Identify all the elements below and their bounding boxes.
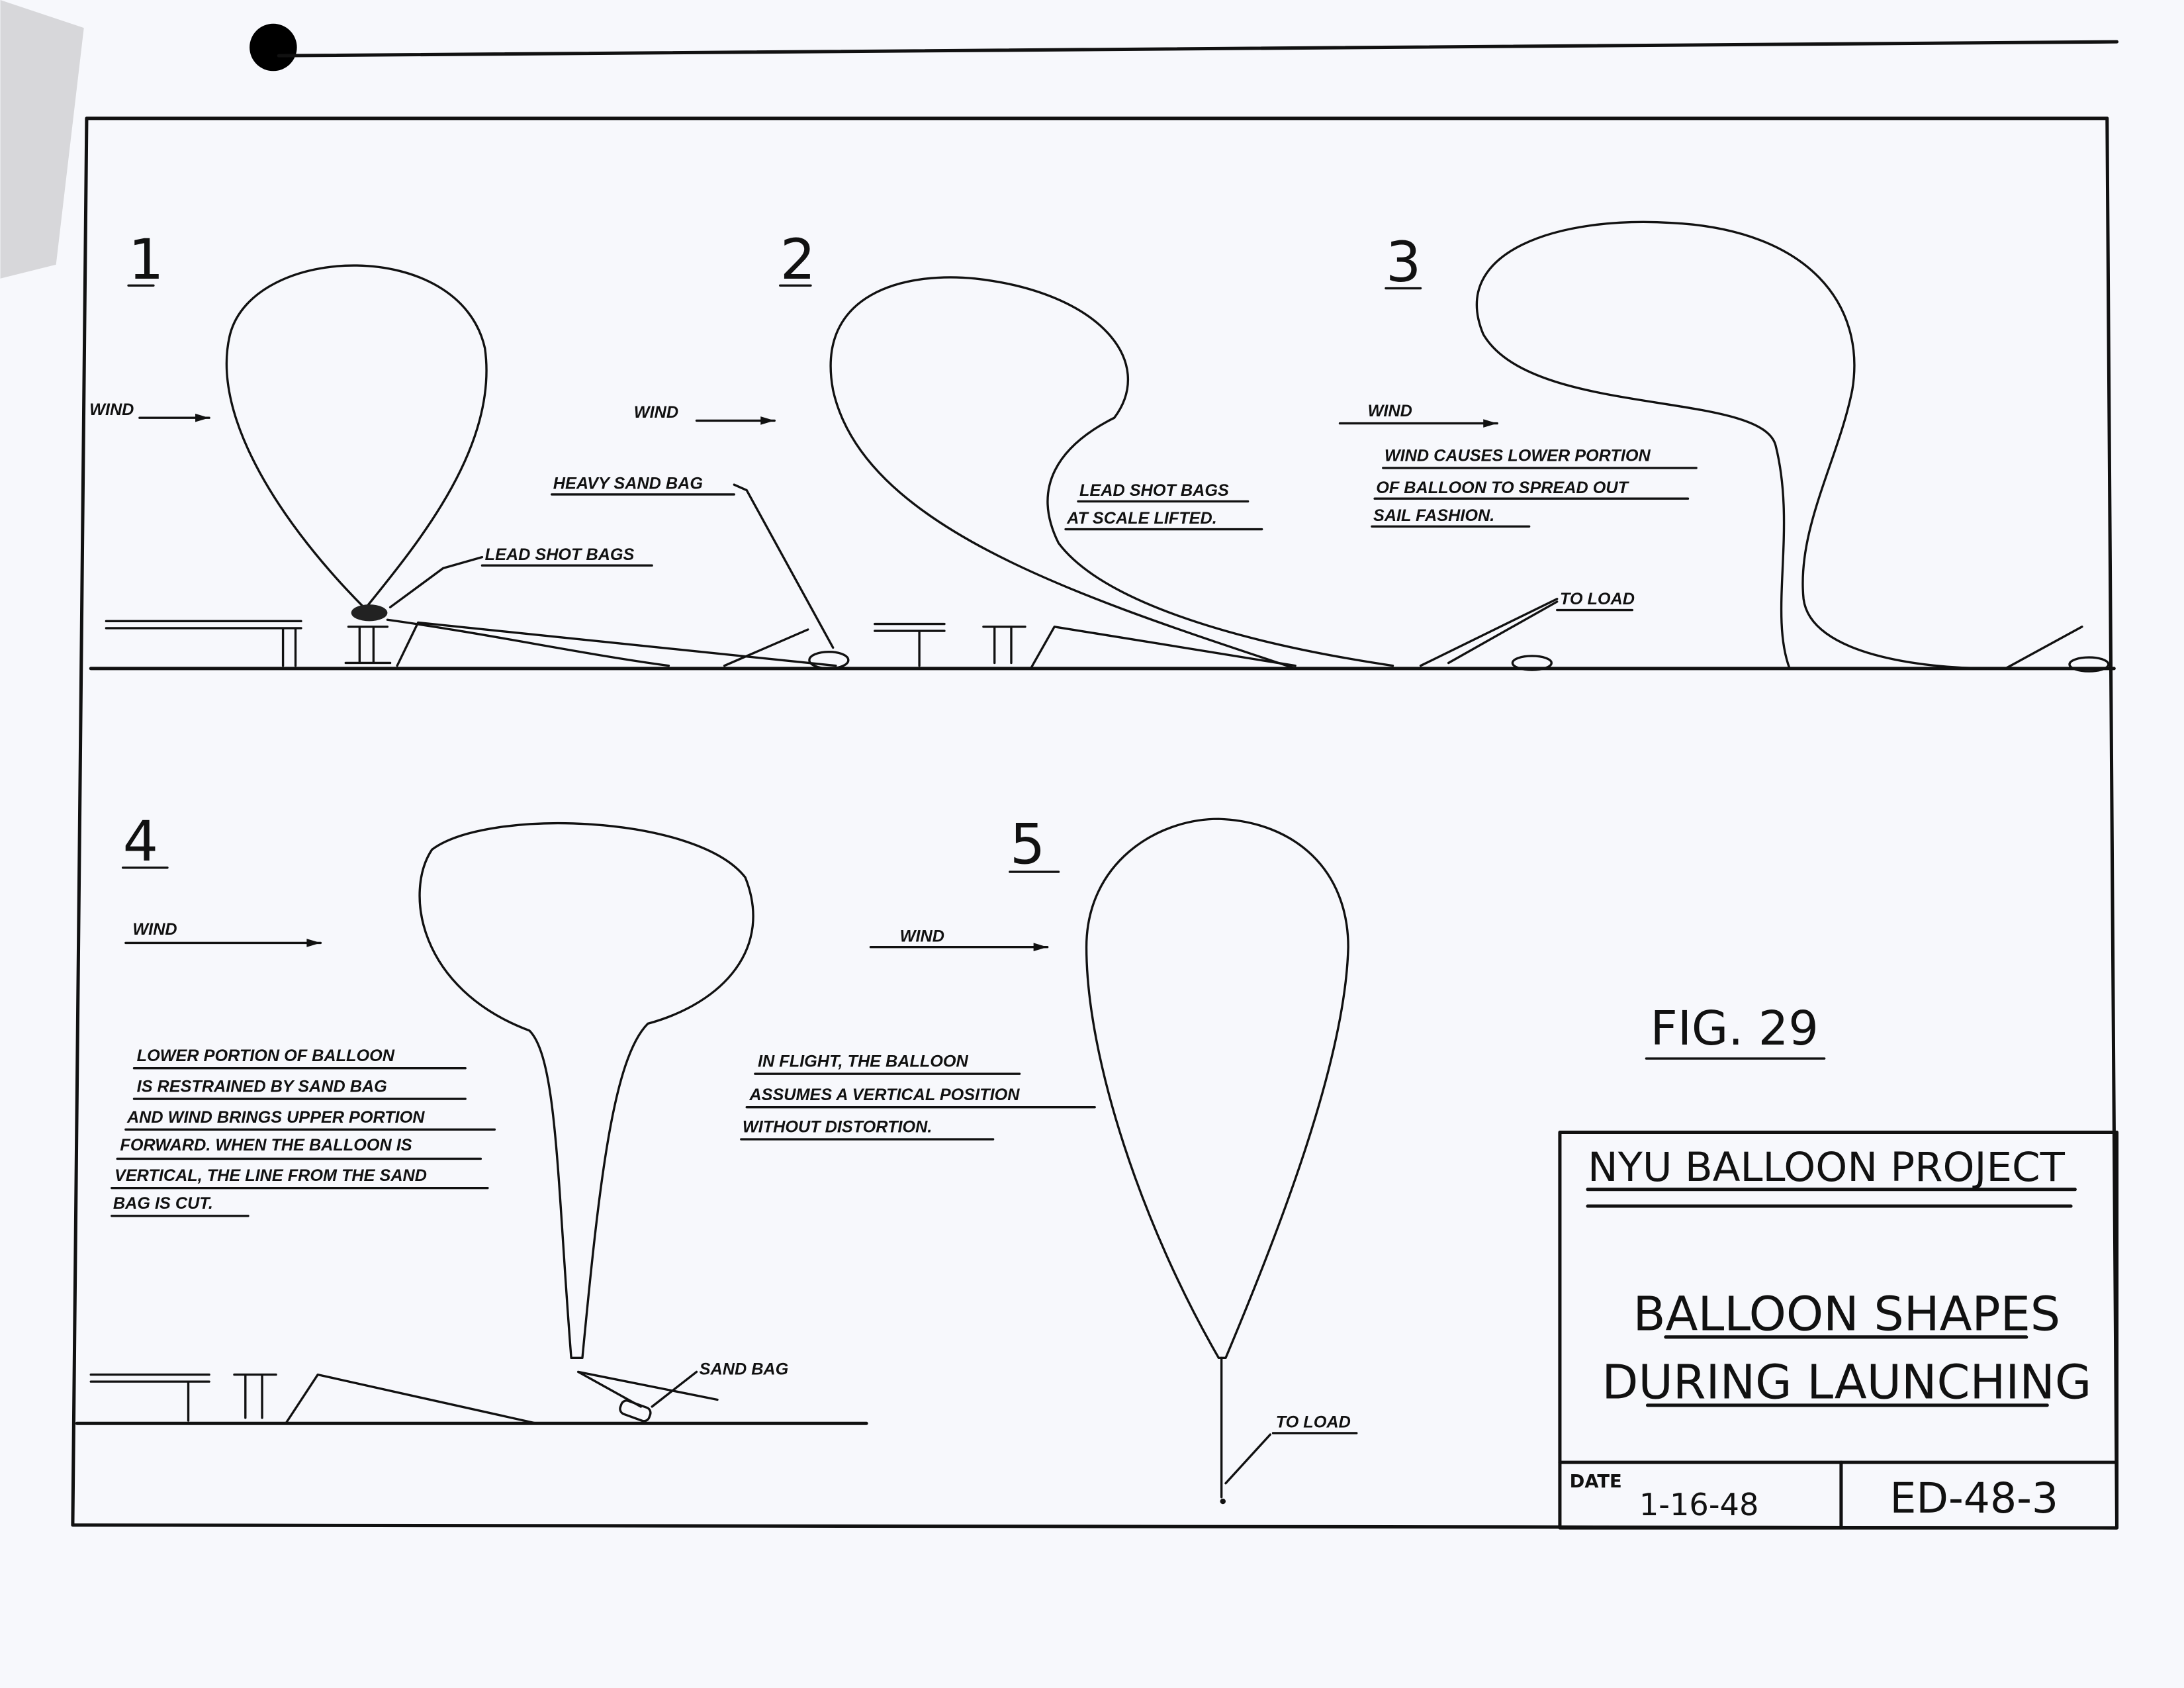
balloon-envelope xyxy=(225,264,488,610)
label-at-scale-lifted: AT SCALE LIFTED. xyxy=(1066,509,1217,528)
load-point xyxy=(1220,1498,1226,1505)
launch-bench xyxy=(874,622,1297,670)
leader-line xyxy=(651,1370,698,1408)
panel-3: 3 WIND WIND CAUSES LOWER PORTION OF BALL… xyxy=(1338,220,2110,673)
launch-bench xyxy=(89,1373,538,1425)
launch-ramp-and-tail xyxy=(386,618,837,667)
label-line: WITHOUT DISTORTION. xyxy=(743,1118,932,1137)
drawing-number: ED-48-3 xyxy=(1890,1474,2058,1523)
panel-number: 1 xyxy=(128,227,164,292)
balloon-envelope xyxy=(1085,818,1349,1360)
restraint-line xyxy=(576,1370,719,1408)
punch-hole xyxy=(250,23,297,71)
label-sand-bag: SAND BAG xyxy=(700,1360,789,1379)
sheet-top-edge xyxy=(277,40,2119,58)
panel-5: 5 WIND IN FLIGHT, THE BALLOON ASSUMES A … xyxy=(740,812,1358,1505)
label-line: FORWARD. WHEN THE BALLOON IS xyxy=(120,1136,412,1154)
label-line: LOWER PORTION OF BALLOON xyxy=(137,1047,395,1065)
drawing-title-line1: BALLOON SHAPES xyxy=(1633,1286,2060,1341)
restraint-line xyxy=(2004,626,2083,670)
label-to-load: TO LOAD xyxy=(1560,590,1635,608)
label-line: OF BALLOON TO SPREAD OUT xyxy=(1376,479,1629,497)
lead-shot-bags xyxy=(351,604,388,622)
panel-number: 4 xyxy=(123,809,159,874)
heavy-sand-bag xyxy=(808,650,850,670)
wind-arrow-icon xyxy=(869,943,1049,952)
date-value: 1-16-48 xyxy=(1639,1487,1759,1523)
balloon-envelope xyxy=(418,821,754,1360)
drawing-title-line2: DURING LAUNCHING xyxy=(1602,1354,2091,1409)
wind-label: WIND xyxy=(89,400,134,419)
panel-2: 2 WIND LEAD SHOT BAGS AT SCALE LIFTED. xyxy=(634,227,1559,671)
wind-arrow-icon xyxy=(124,939,322,947)
wind-label: WIND xyxy=(900,927,944,945)
wind-arrow-icon xyxy=(138,413,210,422)
launch-bench xyxy=(105,620,392,667)
leader-line xyxy=(1447,600,1559,665)
title-block: NYU BALLOON PROJECT BALLOON SHAPES DURIN… xyxy=(1558,1130,2119,1530)
panel-number: 5 xyxy=(1010,812,1046,876)
leader-line xyxy=(733,483,835,649)
project-name: NYU BALLOON PROJECT xyxy=(1588,1144,2066,1191)
date-label: DATE xyxy=(1570,1472,1622,1492)
label-heavy-sand-bag: HEAVY SAND BAG xyxy=(553,474,703,492)
title-block-border xyxy=(1558,1130,2119,1530)
label-line: VERTICAL, THE LINE FROM THE SAND xyxy=(114,1166,427,1185)
scan-shadow xyxy=(0,0,84,279)
panel-number: 2 xyxy=(780,227,816,292)
leader-line xyxy=(1224,1433,1271,1485)
wind-label: WIND xyxy=(132,920,177,939)
label-to-load: TO LOAD xyxy=(1276,1413,1351,1432)
label-line: AND WIND BRINGS UPPER PORTION xyxy=(126,1108,425,1127)
figure-label: FIG. 29 xyxy=(1651,1001,1819,1056)
label-line: IS RESTRAINED BY SAND BAG xyxy=(137,1078,387,1096)
panel-number: 3 xyxy=(1386,230,1422,295)
label-line: ASSUMES A VERTICAL POSITION xyxy=(749,1086,1020,1104)
label-lead-shot-bags: LEAD SHOT BAGS xyxy=(485,545,635,564)
balloon-envelope xyxy=(829,276,1394,670)
sand-bag xyxy=(2068,656,2110,673)
sand-bag xyxy=(1511,655,1553,671)
balloon-envelope xyxy=(1475,220,1993,670)
wind-label: WIND xyxy=(634,403,678,422)
label-line: WIND CAUSES LOWER PORTION xyxy=(1385,446,1651,465)
wind-label: WIND xyxy=(1368,402,1412,420)
restraint-line xyxy=(723,628,809,667)
wind-arrow-icon xyxy=(1338,419,1498,428)
restraint-line xyxy=(1419,598,1559,667)
label-lead-shot-bags: LEAD SHOT BAGS xyxy=(1079,481,1229,500)
wind-arrow-icon xyxy=(695,416,776,425)
leader-line xyxy=(388,555,484,609)
label-line: IN FLIGHT, THE BALLOON xyxy=(758,1053,969,1071)
label-line: SAIL FASHION. xyxy=(1373,506,1494,525)
label-line: BAG IS CUT. xyxy=(113,1194,213,1213)
panel-1: 1 WIND LEAD SHOT BAGS HEAVY SAND BAG xyxy=(89,227,850,670)
sand-bag xyxy=(619,1399,652,1423)
panel-4: 4 WIND LOWER PORTION OF BALLOON IS RESTR… xyxy=(89,809,789,1425)
